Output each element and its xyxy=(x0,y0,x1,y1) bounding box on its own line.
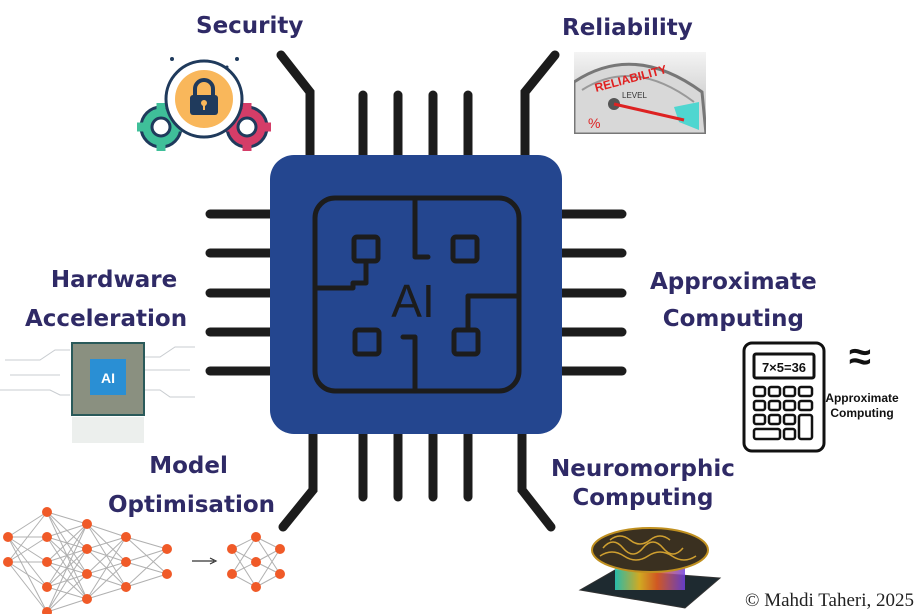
chip-pins xyxy=(205,50,627,532)
network-edge xyxy=(255,548,281,588)
network-edge xyxy=(7,511,48,563)
brain xyxy=(591,527,709,573)
gauge-subtext: LEVEL xyxy=(622,91,647,100)
network-node xyxy=(121,532,131,542)
label-neuromorphic-computing-line2: Computing xyxy=(572,485,714,511)
label-approximate-computing-line1: Approximate xyxy=(650,269,817,295)
network-edge xyxy=(7,511,48,538)
network-edge xyxy=(231,536,257,575)
calculator-display xyxy=(752,352,816,380)
network-node xyxy=(162,569,172,579)
label-security: Security xyxy=(196,13,304,39)
network-node xyxy=(42,557,52,567)
network-node xyxy=(82,544,92,554)
network-edge xyxy=(86,536,127,600)
neural-network-pruning-icon xyxy=(3,507,285,614)
calculator-icon: 7×5=36 ≈ Approximate Computing xyxy=(742,340,899,453)
network-edge xyxy=(46,523,88,613)
network-node xyxy=(42,607,52,614)
prune-arrow-icon xyxy=(192,557,218,565)
network-node xyxy=(3,557,13,567)
network-edge xyxy=(7,561,48,613)
network-edge xyxy=(7,561,48,588)
network-node xyxy=(82,519,92,529)
lock-icon xyxy=(190,78,218,115)
brain-chip-icon xyxy=(578,527,722,609)
network-edge xyxy=(125,536,168,550)
network-nodes xyxy=(3,507,285,614)
network-edge xyxy=(7,536,48,563)
network-edge xyxy=(46,523,88,538)
network-node xyxy=(162,544,172,554)
ai-processor-icon: AI xyxy=(0,342,195,443)
label-approximate-computing-line2: Computing xyxy=(662,306,804,332)
reliability-gauge-icon: RELIABILITY LEVEL % xyxy=(574,52,706,134)
label-hardware-acceleration-line1: Hardware xyxy=(50,267,178,293)
network-edge xyxy=(46,573,88,613)
network-node xyxy=(121,582,131,592)
network-node xyxy=(275,569,285,579)
copyright-notice: © Mahdi Taheri, 2025 xyxy=(745,590,914,611)
chip-ai-text: AI xyxy=(391,275,434,327)
network-node xyxy=(42,582,52,592)
network-node xyxy=(3,532,13,542)
pin-bottom-bent-right xyxy=(517,425,556,532)
approx-symbol: ≈ xyxy=(849,340,871,379)
network-edge xyxy=(46,523,88,588)
label-neuromorphic-computing: Neuromorphic Computing xyxy=(551,455,735,513)
network-edge xyxy=(46,548,88,613)
label-hardware-acceleration-line2: Acceleration xyxy=(25,306,188,332)
label-hardware-acceleration: Hardware Acceleration xyxy=(25,266,187,334)
network-edge xyxy=(125,573,168,588)
approx-caption-line1: Approximate xyxy=(825,391,899,405)
label-model-optimisation-line1: Model xyxy=(149,453,228,479)
network-edge xyxy=(125,548,168,563)
pin-top-bent-left xyxy=(276,50,315,165)
label-model-optimisation: Model Optimisation xyxy=(108,452,275,520)
processor-ai-text: AI xyxy=(101,370,115,386)
pin-top-bent-right xyxy=(520,50,560,165)
network-edges xyxy=(7,511,281,613)
ai-core xyxy=(90,359,126,395)
approx-caption-line2: Computing xyxy=(830,406,893,420)
network-node xyxy=(227,544,237,554)
label-model-optimisation-line2: Optimisation xyxy=(108,492,276,518)
label-neuromorphic-computing-line1: Neuromorphic xyxy=(551,456,735,482)
network-edge xyxy=(86,586,127,600)
network-node xyxy=(251,582,261,592)
network-edge xyxy=(86,561,127,600)
network-node xyxy=(82,569,92,579)
network-node xyxy=(251,557,261,567)
network-node xyxy=(82,594,92,604)
network-node xyxy=(251,532,261,542)
network-edge xyxy=(125,548,168,588)
chip-body xyxy=(270,155,562,434)
network-node xyxy=(275,544,285,554)
label-approximate-computing: Approximate Computing xyxy=(650,268,817,334)
network-node xyxy=(121,557,131,567)
network-edge xyxy=(46,523,88,563)
gears-lock-icon xyxy=(137,57,271,151)
label-reliability: Reliability xyxy=(562,15,693,41)
network-edge xyxy=(86,536,127,575)
pin-bottom-bent-left xyxy=(278,425,318,532)
gauge-percent: % xyxy=(588,115,600,131)
network-node xyxy=(42,532,52,542)
network-node xyxy=(42,507,52,517)
calculator-keys xyxy=(752,385,814,441)
calculator-display-text: 7×5=36 xyxy=(762,360,806,375)
network-edge xyxy=(86,536,127,550)
network-edge xyxy=(46,511,88,525)
chip-circuit xyxy=(312,195,522,394)
network-node xyxy=(227,569,237,579)
network-edge xyxy=(86,523,127,538)
network-edge xyxy=(46,598,88,613)
